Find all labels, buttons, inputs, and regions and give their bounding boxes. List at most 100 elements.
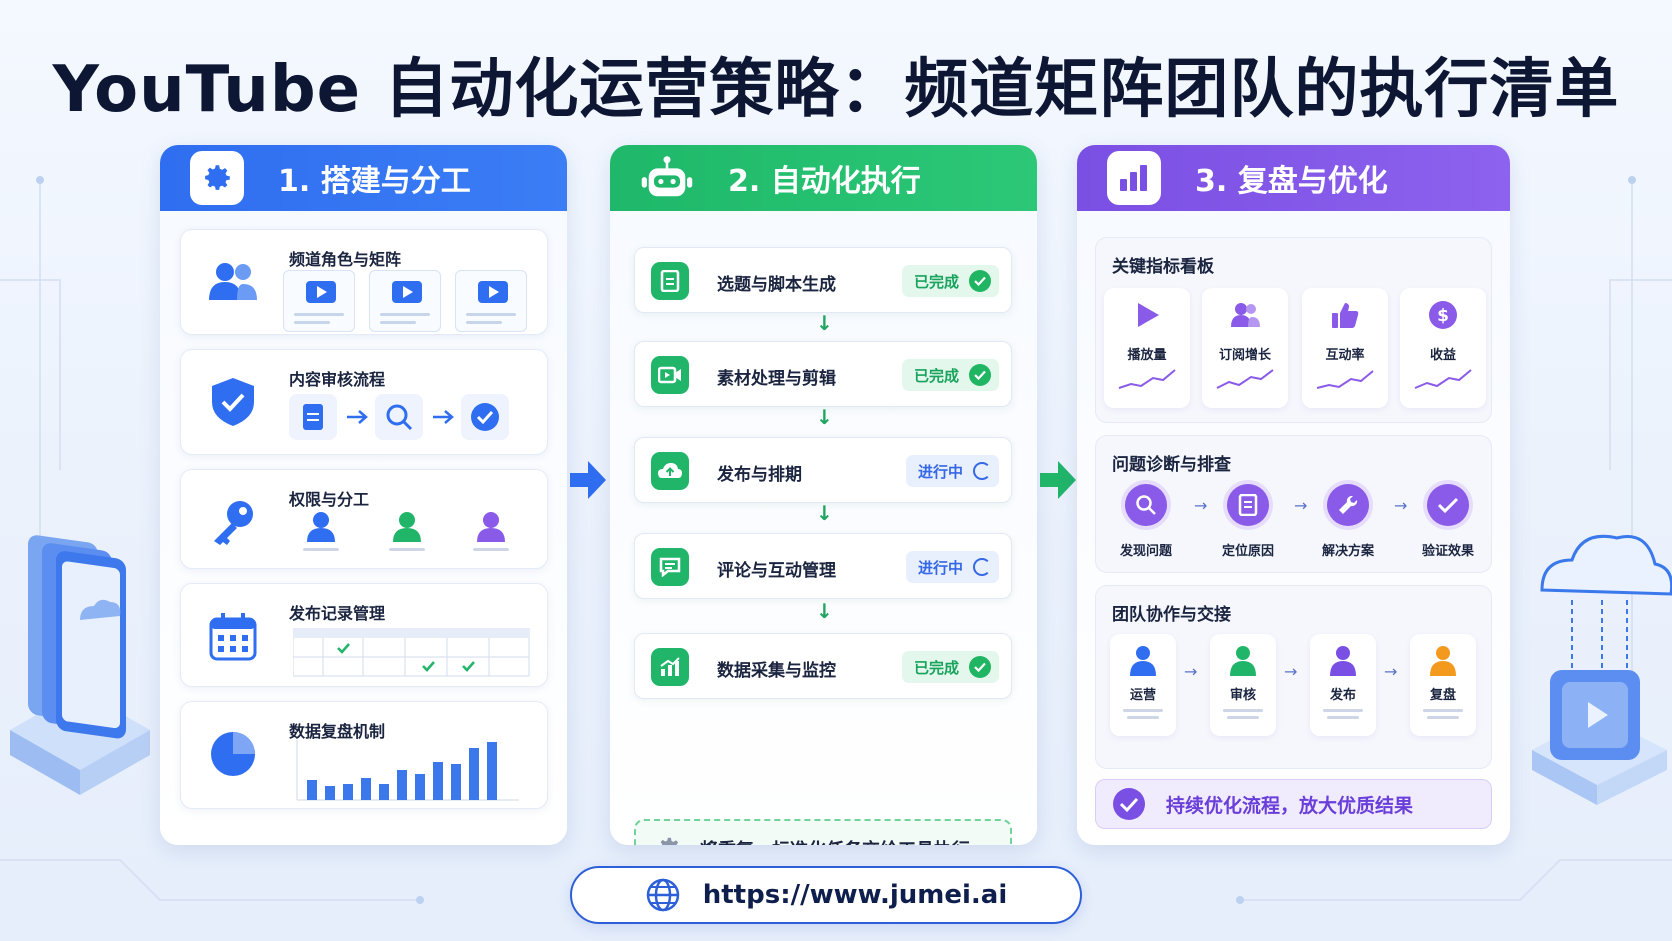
arrow-right-icon xyxy=(1040,461,1076,499)
svg-text:$: $ xyxy=(1437,306,1449,326)
video-thumb-icon xyxy=(369,270,441,332)
users-icon xyxy=(203,252,263,312)
website-url[interactable]: https://www.jumei.ai xyxy=(702,880,1008,910)
publish-log-label: 发布记录管理 xyxy=(289,604,386,623)
trend-line-icon xyxy=(1216,369,1274,389)
bar-chart-icon xyxy=(1107,151,1161,205)
step-editing: 素材处理与剪辑 已完成 xyxy=(634,341,1012,407)
person-icon xyxy=(1430,646,1456,676)
video-camera-icon xyxy=(651,356,689,394)
step-script-generation: 选题与脚本生成 已完成 xyxy=(634,247,1012,313)
diag-solution: 解决方案 xyxy=(1308,484,1388,559)
diagnosis-panel-title: 问题诊断与排查 xyxy=(1112,455,1231,475)
arrow-down-icon: ↓ xyxy=(816,405,833,429)
trend-line-icon xyxy=(1316,370,1374,389)
video-thumb-icon xyxy=(455,270,527,332)
chat-icon xyxy=(651,548,689,586)
optimization-banner: 持续优化流程，放大优质结果 xyxy=(1095,779,1492,829)
review-column-header: 3. 复盘与优化 xyxy=(1077,145,1510,211)
arrow-right-icon: → xyxy=(1394,496,1408,515)
review-flow-label: 内容审核流程 xyxy=(289,370,386,389)
step-label: 发布与排期 xyxy=(717,465,802,485)
bar-chart-illustration xyxy=(296,740,519,801)
globe-icon xyxy=(645,877,681,913)
search-icon xyxy=(1125,484,1167,526)
status-badge: 进行中 xyxy=(905,455,999,487)
document-icon xyxy=(651,262,689,300)
person-icon xyxy=(1130,646,1156,676)
check-icon xyxy=(969,656,991,678)
shield-check-icon xyxy=(203,372,263,432)
publish-log-card: 发布记录管理 xyxy=(180,583,548,687)
website-link[interactable]: https://www.jumei.ai xyxy=(570,866,1082,924)
step-scheduling: 发布与排期 进行中 xyxy=(634,437,1012,503)
role-avatars xyxy=(303,512,509,551)
step-label: 选题与脚本生成 xyxy=(717,275,836,295)
pie-chart-icon xyxy=(203,724,263,784)
setup-column: 1. 搭建与分工 频道角色与矩阵 内容审核流程 xyxy=(160,145,567,845)
review-flow-diagram xyxy=(289,394,509,440)
arrow-right-icon: → xyxy=(1194,496,1208,515)
diagnosis-panel: 问题诊断与排查 发现问题 → 定位原因 → 解决方案 → 验证效果 xyxy=(1095,435,1492,573)
role-publish: 发布 xyxy=(1310,634,1376,736)
review-flow-card: 内容审核流程 xyxy=(180,349,548,455)
calendar-icon xyxy=(203,606,263,666)
trend-line-icon xyxy=(1118,369,1176,389)
kpi-subscribers: 订阅增长 xyxy=(1202,288,1288,408)
status-badge: 进行中 xyxy=(905,551,999,583)
users-icon xyxy=(1231,303,1260,327)
cloud-upload-icon xyxy=(651,452,689,490)
team-handoff-title: 团队协作与交接 xyxy=(1112,605,1231,625)
status-badge: 已完成 xyxy=(901,265,999,297)
kpi-dashboard: 关键指标看板 播放量 订阅增长 互动率 $ 收益 xyxy=(1095,237,1492,423)
setup-column-header: 1. 搭建与分工 xyxy=(160,145,567,211)
step-monitoring: 数据采集与监控 已完成 xyxy=(634,633,1012,699)
arrow-right-icon: → xyxy=(1384,662,1398,681)
step-label: 数据采集与监控 xyxy=(717,661,836,681)
check-icon xyxy=(969,364,991,386)
chart-up-icon xyxy=(651,648,689,686)
permissions-label: 权限与分工 xyxy=(289,490,370,509)
gear-icon xyxy=(654,834,684,845)
dollar-icon: $ xyxy=(1429,301,1457,329)
step-label: 评论与互动管理 xyxy=(717,561,836,581)
automation-column-title: 2. 自动化执行 xyxy=(728,164,921,199)
role-review: 审核 xyxy=(1210,634,1276,736)
kpi-revenue: $ 收益 xyxy=(1400,288,1486,408)
arrow-right-icon: → xyxy=(1184,662,1198,681)
loading-icon xyxy=(973,462,991,480)
channel-matrix-card: 频道角色与矩阵 xyxy=(180,229,548,335)
kpi-engagement: 互动率 xyxy=(1302,288,1388,408)
kpi-views: 播放量 xyxy=(1104,288,1190,408)
arrow-down-icon: ↓ xyxy=(816,311,833,335)
automation-column: 2. 自动化执行 选题与脚本生成 已完成 ↓ 素材处理与剪辑 已完成 ↓ 发布与… xyxy=(610,145,1037,845)
permissions-card: 权限与分工 xyxy=(180,469,548,569)
video-thumb-icon xyxy=(283,270,355,332)
cloud-server-illustration xyxy=(1532,534,1672,805)
team-handoff-panel: 团队协作与交接 运营 → 审核 → 发布 → 复盘 xyxy=(1095,585,1492,769)
arrow-down-icon: ↓ xyxy=(816,501,833,525)
thumbs-up-icon xyxy=(1332,303,1359,328)
setup-column-title: 1. 搭建与分工 xyxy=(278,164,471,199)
status-badge: 已完成 xyxy=(901,651,999,683)
diag-find-problem: 发现问题 xyxy=(1106,484,1186,559)
data-review-card: 数据复盘机制 xyxy=(180,701,548,809)
publish-log-table xyxy=(293,628,530,677)
automation-column-header: 2. 自动化执行 xyxy=(610,145,1037,211)
review-column: 3. 复盘与优化 关键指标看板 播放量 订阅增长 互动率 $ 收益 xyxy=(1077,145,1510,845)
diag-locate-cause: 定位原因 xyxy=(1208,484,1288,559)
arrow-right-icon: → xyxy=(1294,496,1308,515)
arrow-down-icon: ↓ xyxy=(816,599,833,623)
page-title: YouTube 自动化运营策略：频道矩阵团队的执行清单 xyxy=(52,53,1620,127)
kpi-dashboard-title: 关键指标看板 xyxy=(1112,257,1214,277)
check-icon xyxy=(1427,484,1469,526)
wrench-icon xyxy=(1327,484,1369,526)
optimization-banner-text: 持续优化流程，放大优质结果 xyxy=(1166,794,1414,817)
role-operations: 运营 xyxy=(1110,634,1176,736)
check-icon xyxy=(969,270,991,292)
person-icon xyxy=(1230,646,1256,676)
phone-stack-illustration xyxy=(10,535,150,795)
person-icon xyxy=(1330,646,1356,676)
trend-line-icon xyxy=(1414,369,1472,389)
automation-tip: 将重复、标准化任务交给工具执行 xyxy=(634,819,1012,845)
